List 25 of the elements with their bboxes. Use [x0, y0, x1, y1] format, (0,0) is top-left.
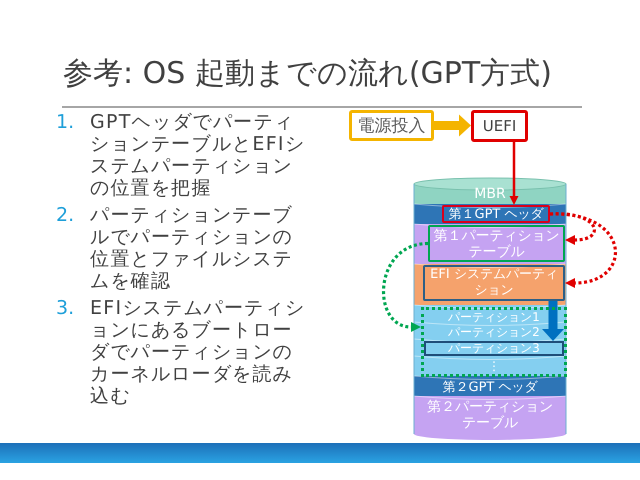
gpt-header-frame: 第１GPT ヘッダ [442, 205, 550, 223]
partition-table-label: 第２パーティションテーブル [414, 397, 566, 433]
block-arrow [434, 114, 471, 136]
arrow [510, 142, 518, 205]
slide-title: 参考: OS 起動までの流れ(GPT方式) [63, 55, 552, 93]
dotted-group-frame [421, 307, 567, 377]
dotted-arrow [550, 212, 617, 288]
list-number: 1. [56, 111, 74, 133]
dotted-arrow [382, 242, 428, 332]
partition-label: パーティション1 [424, 310, 564, 325]
power-on-box: 電源投入 [349, 110, 434, 141]
efi-partition-frame: EFI システムパーティション [423, 265, 565, 301]
block-arrow [542, 301, 564, 341]
ellipsis-label: ⋮ [424, 358, 564, 374]
list-number: 2. [56, 204, 74, 226]
partition-frame: パーティション3 [424, 341, 564, 356]
mbr-label: MBR [414, 185, 566, 203]
list-text: EFIシステムパーティションにあるブートローダでパーティションのカーネルローダを読み込む [90, 297, 306, 407]
list-text: GPTヘッダでパーティションテーブルとEFIシステムパーティションの位置を把握 [90, 111, 306, 199]
list-text: パーティションテーブルでパーティションの位置とファイルシステムを確認 [90, 204, 294, 292]
uefi-box: UEFI [471, 110, 528, 142]
list-number: 3. [56, 297, 74, 319]
partition-label: パーティション2 [424, 325, 564, 340]
partition-table-frame: 第１パーティションテーブル [428, 225, 565, 262]
gpt-header-label: 第２GPT ヘッダ [414, 377, 566, 396]
